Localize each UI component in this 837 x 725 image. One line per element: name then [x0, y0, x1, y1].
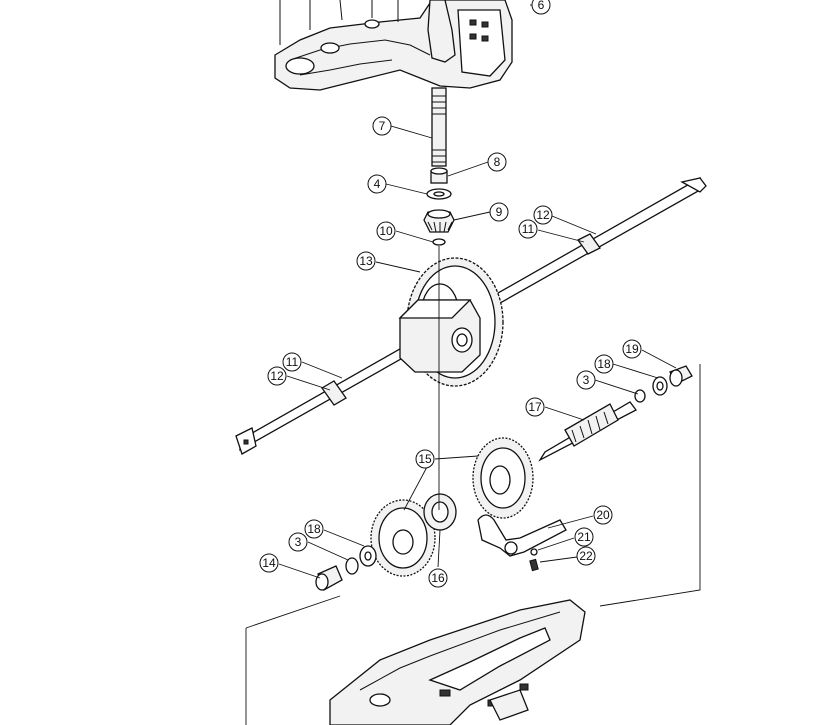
callout-21: 21	[574, 527, 594, 547]
svg-text:4: 4	[374, 177, 381, 191]
svg-text:10: 10	[379, 224, 393, 238]
lower-bushing-set	[315, 545, 377, 591]
svg-text:12: 12	[270, 369, 284, 383]
svg-text:11: 11	[522, 222, 535, 236]
callout-11-upper: 11	[518, 219, 538, 239]
callout-4: 4	[367, 174, 387, 194]
shift-fork	[477, 514, 567, 572]
bevel-gear	[472, 437, 534, 519]
svg-text:9: 9	[496, 205, 503, 219]
svg-text:12: 12	[536, 208, 550, 222]
needle-bearing	[430, 167, 448, 184]
callout-8: 8	[487, 152, 507, 172]
svg-text:7: 7	[379, 119, 386, 133]
callout-18-left: 18	[304, 519, 324, 539]
svg-text:17: 17	[528, 400, 542, 414]
assembly-centerline	[245, 246, 701, 725]
svg-text:3: 3	[583, 373, 590, 387]
callout-18-right: 18	[594, 354, 614, 374]
spur-gear	[370, 499, 436, 577]
svg-text:6: 6	[538, 0, 545, 12]
svg-text:20: 20	[596, 508, 610, 522]
callout-15: 15	[415, 449, 435, 469]
svg-text:22: 22	[579, 549, 593, 563]
callout-20: 20	[593, 505, 613, 525]
retaining-ring	[432, 238, 446, 246]
callout-9: 9	[489, 202, 509, 222]
output-shaft	[538, 365, 693, 462]
callout-10: 10	[376, 221, 396, 241]
svg-text:13: 13	[359, 254, 373, 268]
svg-text:11: 11	[286, 355, 299, 369]
svg-text:21: 21	[577, 530, 591, 544]
svg-text:18: 18	[307, 522, 321, 536]
callout-3-left: 3	[288, 532, 308, 552]
lower-housing	[329, 599, 586, 725]
callout-3-right: 3	[576, 370, 596, 390]
svg-text:18: 18	[597, 357, 611, 371]
svg-text:19: 19	[625, 342, 639, 356]
shift-collar	[423, 493, 457, 531]
callout-19: 19	[622, 339, 642, 359]
callout-11-lower: 11	[282, 352, 302, 372]
pinion-gear	[423, 209, 455, 233]
input-shaft	[431, 87, 447, 167]
callout-16: 16	[428, 568, 448, 588]
callout-13: 13	[356, 251, 376, 271]
svg-text:14: 14	[262, 556, 276, 570]
callout-7: 7	[372, 116, 392, 136]
svg-text:15: 15	[418, 452, 432, 466]
callout-22: 22	[576, 546, 596, 566]
callout-12-upper: 12	[533, 205, 553, 225]
svg-text:16: 16	[431, 571, 445, 585]
callout-17: 17	[525, 397, 545, 417]
callout-12-lower: 12	[267, 366, 287, 386]
callout-14: 14	[259, 553, 279, 573]
leader-lines	[278, 4, 677, 579]
upper-housing	[274, 0, 513, 91]
svg-text:8: 8	[494, 155, 501, 169]
callout-6: 6	[531, 0, 551, 15]
differential-ring-gear	[398, 257, 504, 387]
svg-text:3: 3	[295, 535, 302, 549]
